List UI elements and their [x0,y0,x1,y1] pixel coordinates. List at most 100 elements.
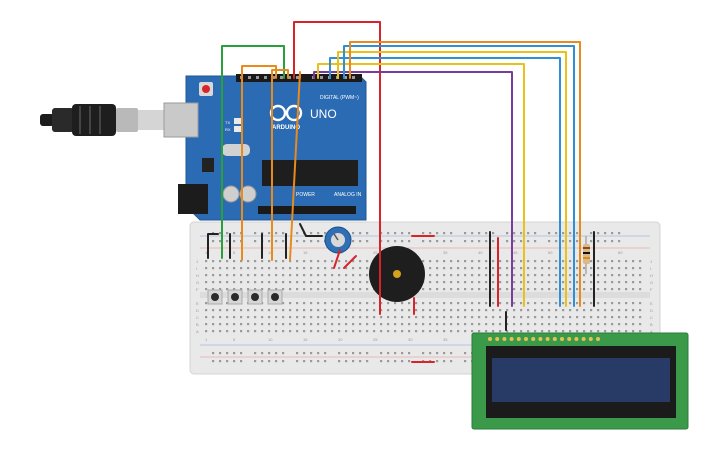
breadboard-hole [254,352,257,355]
breadboard-hole [317,288,320,291]
breadboard-hole [331,323,334,326]
breadboard-hole [450,267,453,270]
breadboard-hole [303,352,306,355]
breadboard-hole [254,330,257,333]
wire-orange [349,41,581,307]
breadboard-hole [338,360,341,363]
breadboard-hole [597,274,600,277]
breadboard-hole [366,240,369,243]
breadboard-hole [268,274,271,277]
breadboard-hole [604,232,607,235]
breadboard-hole [233,274,236,277]
breadboard-hole [576,281,579,284]
breadboard-hole [408,309,411,312]
breadboard-hole [408,360,411,363]
breadboard-hole [387,240,390,243]
breadboard-hole [282,260,285,263]
breadboard-column-number: 15 [303,337,308,342]
breadboard-hole [450,316,453,319]
breadboard-hole [625,288,628,291]
breadboard-hole [324,302,327,305]
breadboard-hole [296,360,299,363]
resistor [583,236,590,274]
breadboard-hole [618,330,621,333]
breadboard-hole [562,281,565,284]
lcd-pin [509,337,514,341]
breadboard-hole [506,267,509,270]
breadboard-row-letter: C [196,315,199,320]
push-buttons [207,289,283,305]
breadboard-hole [408,330,411,333]
breadboard-hole [450,323,453,326]
breadboard-hole [457,330,460,333]
breadboard-hole [380,240,383,243]
breadboard-hole [352,232,355,235]
breadboard-hole [254,316,257,319]
breadboard-hole [422,260,425,263]
breadboard-hole [534,232,537,235]
breadboard-hole [401,240,404,243]
breadboard-hole [639,267,642,270]
breadboard-hole [485,316,488,319]
breadboard-hole [282,288,285,291]
breadboard-hole [352,330,355,333]
breadboard-hole [408,232,411,235]
breadboard-hole [380,302,383,305]
breadboard-hole [506,281,509,284]
breadboard-hole [639,302,642,305]
breadboard-hole [373,330,376,333]
breadboard-hole [310,240,313,243]
breadboard-hole [387,352,390,355]
breadboard-hole [478,288,481,291]
breadboard-hole [268,267,271,270]
breadboard-hole [359,240,362,243]
breadboard-hole [359,281,362,284]
breadboard-hole [436,288,439,291]
breadboard-hole [345,352,348,355]
breadboard-hole [464,281,467,284]
breadboard-hole [499,309,502,312]
breadboard-hole [310,281,313,284]
breadboard-hole [247,274,250,277]
breadboard-hole [499,288,502,291]
breadboard-row-letter: C [650,315,653,320]
breadboard-hole [485,274,488,277]
breadboard-hole [576,323,579,326]
breadboard-hole [338,281,341,284]
breadboard-hole [205,260,208,263]
breadboard-hole [562,240,565,243]
breadboard-hole [352,323,355,326]
breadboard-hole [366,360,369,363]
analog-label: ANALOG IN [334,192,362,198]
breadboard-hole [310,360,313,363]
breadboard-hole [303,330,306,333]
breadboard-hole [604,288,607,291]
breadboard-hole [464,309,467,312]
breadboard-hole [464,260,467,263]
breadboard-hole [555,330,558,333]
breadboard-hole [625,316,628,319]
breadboard-hole [324,232,327,235]
breadboard-hole [282,316,285,319]
breadboard-hole [590,267,593,270]
breadboard-hole [513,302,516,305]
breadboard-hole [569,260,572,263]
breadboard-hole [296,302,299,305]
breadboard-row-letter: H [196,273,199,278]
breadboard-hole [611,288,614,291]
breadboard-hole [625,323,628,326]
breadboard-hole [226,330,229,333]
breadboard-hole [436,267,439,270]
breadboard-hole [597,267,600,270]
breadboard-hole [408,302,411,305]
breadboard-hole [485,232,488,235]
breadboard-hole [632,302,635,305]
breadboard-hole [338,323,341,326]
breadboard-hole [471,260,474,263]
breadboard-hole [583,330,586,333]
breadboard-hole [506,274,509,277]
breadboard-hole [401,316,404,319]
breadboard-hole [282,323,285,326]
breadboard-hole [219,260,222,263]
breadboard-hole [296,316,299,319]
